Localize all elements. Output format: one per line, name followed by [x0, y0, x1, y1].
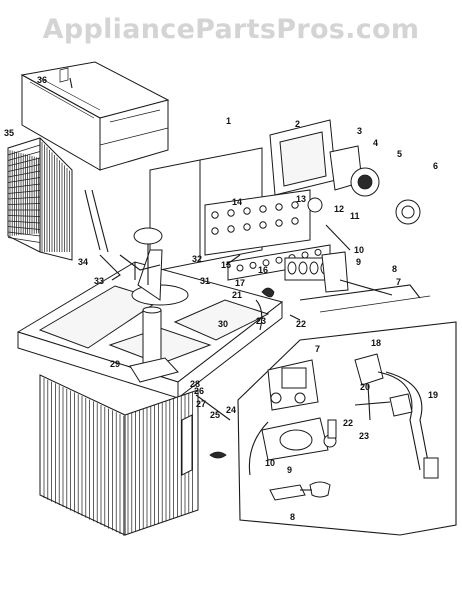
callout-detail-9: 9 [287, 465, 292, 475]
callout-13: 13 [296, 194, 306, 204]
callout-detail-23: 23 [359, 431, 369, 441]
inducer-assembly-drawing [269, 119, 421, 225]
callout-detail-7: 7 [315, 344, 320, 354]
wiring-drawing [84, 189, 351, 331]
callout-2: 2 [295, 119, 300, 129]
callout-23: 23 [256, 316, 266, 326]
callout-14: 14 [232, 197, 242, 207]
callout-9: 9 [356, 257, 361, 267]
callout-detail-8: 8 [290, 512, 295, 522]
callout-30: 30 [218, 319, 228, 329]
callout-20: 20 [360, 382, 370, 392]
blower-assembly-drawing [119, 227, 179, 383]
callout-18: 18 [371, 338, 381, 348]
callout-22: 22 [296, 319, 306, 329]
watermark: AppliancePartsPros.com [42, 14, 420, 45]
gas-valve-upper-drawing [261, 251, 431, 331]
callout-16: 16 [258, 265, 268, 275]
callout-19: 19 [428, 390, 438, 400]
condenser-coil-left-drawing [7, 137, 73, 261]
callout-35: 35 [4, 128, 14, 138]
callout-7: 7 [396, 277, 401, 287]
top-cabinet-drawing [20, 61, 170, 171]
callout-32: 32 [192, 254, 202, 264]
callout-28: 28 [190, 379, 200, 389]
callout-25: 25 [210, 410, 220, 420]
callout-detail-22: 22 [343, 418, 353, 428]
callout-17: 17 [235, 278, 245, 288]
callout-1: 1 [226, 116, 231, 126]
callout-27: 27 [196, 399, 206, 409]
callout-3: 3 [357, 126, 362, 136]
callout-5: 5 [397, 149, 402, 159]
callout-26: 26 [194, 386, 204, 396]
callout-detail-10: 10 [265, 458, 275, 468]
condenser-coil-bottom-drawing [39, 374, 231, 536]
callout-34: 34 [78, 257, 88, 267]
callout-24: 24 [226, 405, 236, 415]
detail-inset-drawing [237, 321, 457, 536]
callout-8: 8 [392, 264, 397, 274]
callout-11: 11 [350, 211, 360, 221]
callout-36: 36 [37, 75, 47, 85]
callout-31: 31 [200, 276, 210, 286]
callout-15: 15 [221, 260, 231, 270]
callout-4: 4 [373, 138, 378, 148]
callout-12: 12 [334, 204, 344, 214]
callout-29: 29 [110, 359, 120, 369]
callout-33: 33 [94, 276, 104, 286]
callout-21: 21 [232, 290, 242, 300]
callout-6: 6 [433, 161, 438, 171]
callout-10: 10 [354, 245, 364, 255]
